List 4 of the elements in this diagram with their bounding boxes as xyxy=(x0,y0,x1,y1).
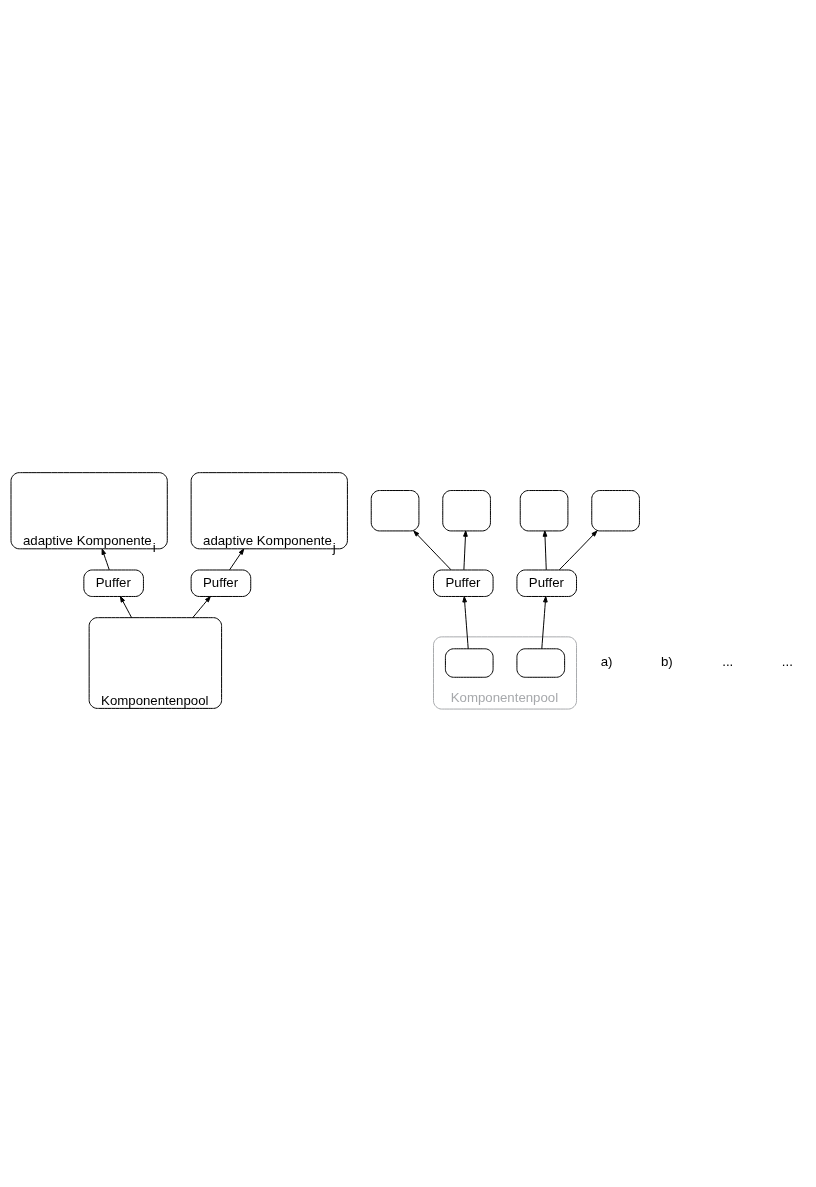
label: ... xyxy=(722,654,734,670)
label: a) xyxy=(600,654,613,670)
label: b) xyxy=(660,654,673,670)
label: ... xyxy=(781,654,793,670)
